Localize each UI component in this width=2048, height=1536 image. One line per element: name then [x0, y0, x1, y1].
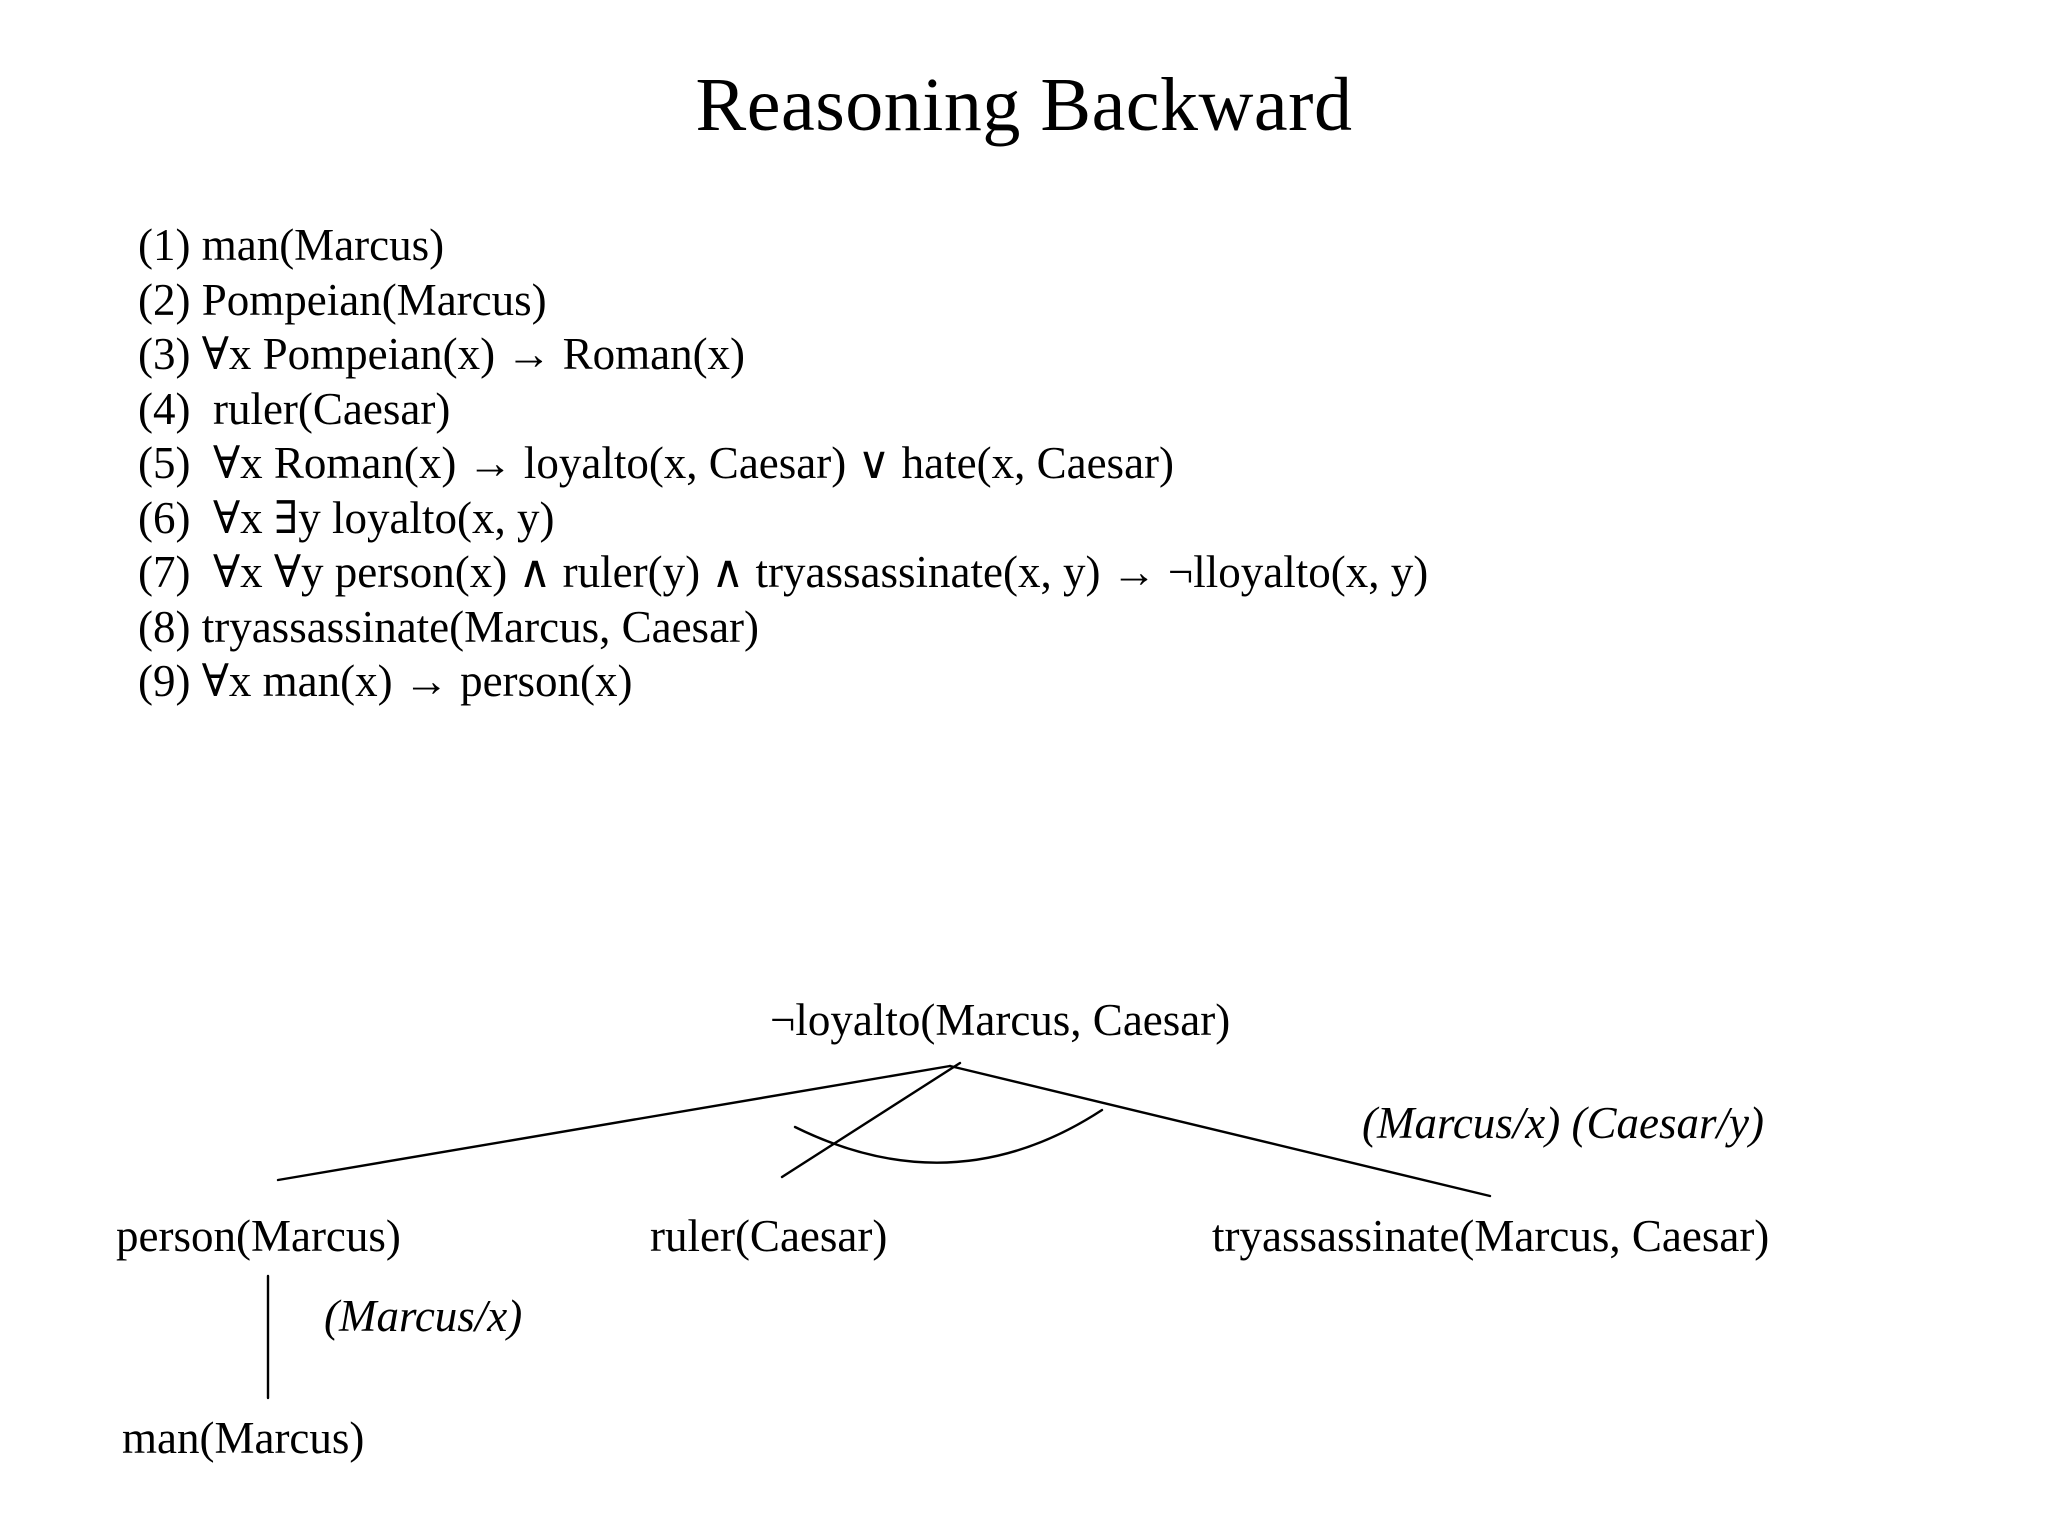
- kb-item-1: (1) man(Marcus): [138, 220, 445, 270]
- kb-item-8: (8) tryassassinate(Marcus, Caesar): [138, 601, 760, 652]
- kb-item-7: (7) ∀x ∀y person(x) ∧ ruler(y) ∧ tryassa…: [138, 547, 1429, 597]
- kb-item-5: (5) ∀x Roman(x) → loyalto(x, Caesar) ∨ h…: [138, 438, 1175, 488]
- tree-node-person-marcus: person(Marcus): [116, 1211, 401, 1261]
- tree-label-root-substitution: (Marcus/x) (Caesar/y): [1362, 1098, 1764, 1148]
- edge-arc-connector: [793, 1108, 1104, 1164]
- kb-item-4: (4) ruler(Caesar): [138, 383, 451, 434]
- edge-root-to-person: [276, 1064, 952, 1182]
- edge-root-to-tryassassinate: [948, 1064, 1492, 1198]
- tree-label-person-substitution: (Marcus/x): [324, 1291, 523, 1341]
- edge-root-to-ruler: [780, 1061, 962, 1179]
- tree-node-tryassassinate: tryassassinate(Marcus, Caesar): [1212, 1211, 1770, 1261]
- kb-item-2: (2) Pompeian(Marcus): [138, 274, 547, 325]
- page-title: Reasoning Backward: [695, 63, 1353, 147]
- kb-item-9: (9) ∀x man(x) → person(x): [138, 656, 633, 706]
- kb-item-6: (6) ∀x ∃y loyalto(x, y): [138, 492, 555, 543]
- tree-node-root: ¬loyalto(Marcus, Caesar): [770, 995, 1231, 1045]
- tree-node-man-marcus: man(Marcus): [122, 1413, 365, 1463]
- knowledge-base-list: (1) man(Marcus) (2) Pompeian(Marcus) (3)…: [138, 218, 1958, 709]
- kb-item-3: (3) ∀x Pompeian(x) → Roman(x): [138, 329, 746, 379]
- tree-node-ruler-caesar: ruler(Caesar): [650, 1211, 888, 1261]
